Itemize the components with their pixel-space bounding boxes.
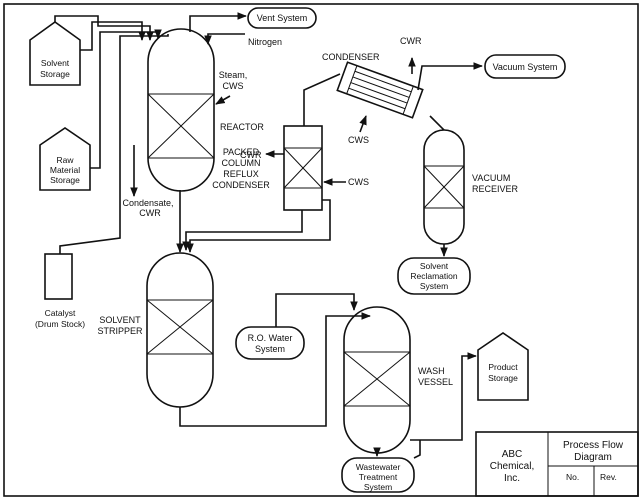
wastewater-treatment-terminal: Wastewater Treatment System	[341, 457, 415, 493]
catalyst-label-1: Catalyst	[45, 308, 76, 318]
packed-column-cws-label: CWS	[348, 177, 369, 187]
company-name-3: Inc.	[504, 473, 520, 484]
solvent-reclamation-label-2: Reclamation	[410, 271, 458, 281]
solvent-reclamation-label-3: System	[420, 281, 448, 291]
condensate-cwr-label-1: Condensate,	[122, 198, 173, 208]
ro-water-label-1: R.O. Water	[248, 333, 293, 343]
number-field-label: No.	[566, 472, 579, 482]
raw-material-label-1: Raw	[56, 155, 74, 165]
vacuum-system-label: Vacuum System	[493, 62, 558, 72]
packed-column-reflux-condenser	[283, 125, 323, 211]
solvent-storage-tank: Solvent Storage	[29, 21, 81, 86]
wash-vessel-label-1: WASH	[418, 366, 445, 376]
company-name-2: Chemical,	[490, 461, 534, 472]
process-piping	[54, 12, 483, 459]
raw-material-label-3: Storage	[50, 175, 80, 185]
condenser-cwr-label: CWR	[400, 36, 422, 46]
raw-material-label-2: Material	[50, 165, 80, 175]
vent-system-terminal: Vent System	[247, 7, 317, 29]
condensate-cwr-label-2: CWR	[139, 208, 161, 218]
title-block: ABC Chemical, Inc. Process Flow Diagram …	[475, 431, 639, 497]
wastewater-label-1: Wastewater	[356, 462, 401, 472]
wash-vessel-label-2: VESSEL	[418, 377, 453, 387]
drawing-title-1: Process Flow	[563, 440, 624, 451]
vacuum-receiver-label-2: RECEIVER	[472, 184, 519, 194]
vacuum-receiver-vessel	[423, 129, 465, 245]
solvent-stripper-label-1: SOLVENT	[99, 315, 141, 325]
vacuum-system-terminal: Vacuum System	[484, 54, 566, 79]
solvent-reclamation-label-1: Solvent	[420, 261, 449, 271]
wash-vessel	[343, 306, 411, 454]
steam-cws-label-1: Steam,	[219, 70, 248, 80]
ro-water-label-2: System	[255, 344, 285, 354]
wastewater-label-3: System	[364, 482, 392, 492]
revision-field-label: Rev.	[600, 472, 617, 482]
solvent-stripper-label-2: STRIPPER	[97, 326, 143, 336]
steam-cws-label-2: CWS	[223, 81, 244, 91]
packed-column-label-1: PACKED	[223, 147, 260, 157]
nitrogen-label: Nitrogen	[248, 37, 282, 47]
reactor-label: REACTOR	[220, 122, 264, 132]
raw-material-storage-tank: Raw Material Storage	[39, 127, 91, 191]
packed-column-cwr-label: CWR	[240, 150, 262, 160]
vent-system-label: Vent System	[257, 13, 308, 23]
solvent-stripper-vessel	[146, 252, 214, 408]
drawing-title-2: Diagram	[574, 452, 612, 463]
product-storage-label-2: Storage	[488, 373, 518, 383]
solvent-storage-label-1: Solvent	[41, 58, 70, 68]
drawing-border	[3, 3, 639, 497]
product-storage-label-1: Product	[488, 362, 518, 372]
solvent-storage-label-2: Storage	[40, 69, 70, 79]
catalyst-drum: Catalyst (Drum Stock)	[35, 253, 85, 329]
product-storage-tank: Product Storage	[477, 332, 529, 401]
wastewater-label-2: Treatment	[359, 472, 398, 482]
vacuum-receiver-label-1: VACUUM	[472, 173, 510, 183]
packed-column-label-3: REFLUX	[223, 169, 259, 179]
packed-column-label-2: COLUMN	[221, 158, 260, 168]
ro-water-terminal: R.O. Water System	[235, 326, 305, 360]
condenser-cws-label: CWS	[348, 135, 369, 145]
company-name-1: ABC	[502, 449, 523, 460]
packed-column-label-4: CONDENSER	[212, 180, 270, 190]
catalyst-label-2: (Drum Stock)	[35, 319, 85, 329]
solvent-reclamation-terminal: Solvent Reclamation System	[397, 257, 471, 295]
condenser-label: CONDENSER	[322, 52, 380, 62]
reactor-vessel	[147, 28, 215, 192]
condenser-heat-exchanger	[336, 61, 424, 119]
